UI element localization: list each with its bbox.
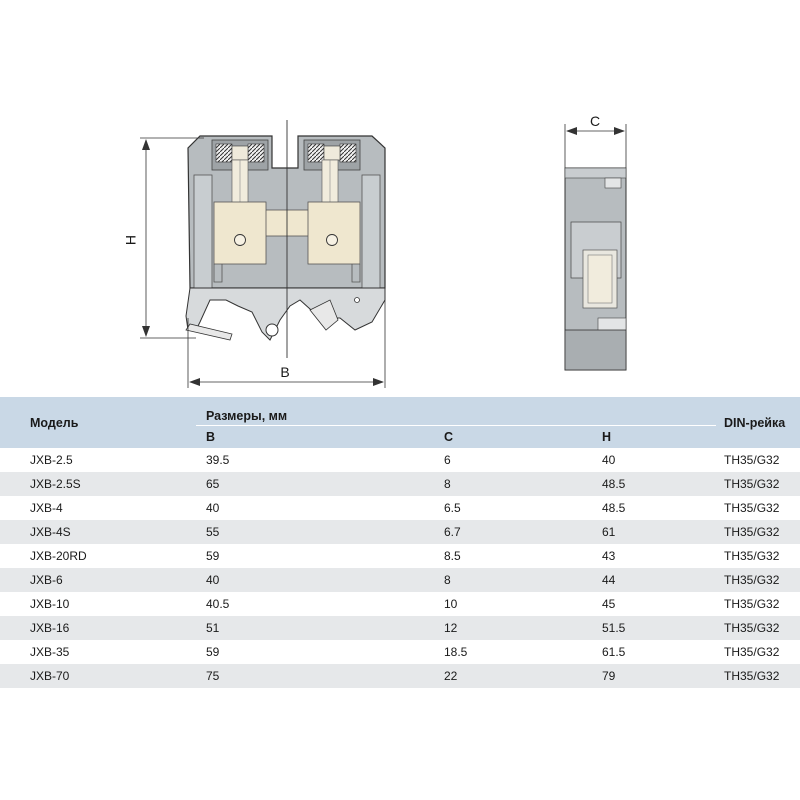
din-cell: TH35/G32 — [716, 472, 800, 496]
front-right-wall — [361, 174, 381, 289]
din-cell: TH35/G32 — [716, 568, 800, 592]
b-cell: 59 — [196, 544, 434, 568]
b-cell: 40 — [196, 568, 434, 592]
c-cell: 12 — [434, 616, 592, 640]
b-cell: 59 — [196, 640, 434, 664]
front-clamp-left-screw — [234, 234, 246, 246]
front-hatch-right-a — [307, 143, 325, 163]
model-cell: JXB-10 — [0, 592, 196, 616]
b-cell: 40.5 — [196, 592, 434, 616]
h-cell: 79 — [592, 664, 717, 688]
din-cell: TH35/G32 — [716, 592, 800, 616]
model-cell: JXB-16 — [0, 616, 196, 640]
front-view — [185, 120, 386, 358]
front-screw-right — [323, 145, 341, 161]
c-cell: 10 — [434, 592, 592, 616]
model-cell: JXB-20RD — [0, 544, 196, 568]
b-cell: 39.5 — [196, 448, 434, 472]
c-cell: 6 — [434, 448, 592, 472]
header-h: H — [602, 430, 612, 444]
b-cell: 75 — [196, 664, 434, 688]
c-cell: 8 — [434, 568, 592, 592]
header-din-rail: DIN-рейка — [724, 415, 786, 430]
b-cell: 51 — [196, 616, 434, 640]
h-label: H — [123, 235, 139, 245]
front-screw-left — [231, 145, 249, 161]
c-cell: 18.5 — [434, 640, 592, 664]
side-view — [564, 167, 627, 371]
b-dimension: B — [187, 300, 386, 388]
din-cell: TH35/G32 — [716, 664, 800, 688]
b-cell: 40 — [196, 496, 434, 520]
c-cell: 8 — [434, 472, 592, 496]
din-cell: TH35/G32 — [716, 544, 800, 568]
h-cell: 44 — [592, 568, 717, 592]
terminal-block-drawing: H B C — [123, 113, 627, 388]
c-cell: 8.5 — [434, 544, 592, 568]
h-cell: 43 — [592, 544, 717, 568]
h-cell: 48.5 — [592, 496, 717, 520]
b-cell: 65 — [196, 472, 434, 496]
h-cell: 51.5 — [592, 616, 717, 640]
model-cell: JXB-2.5S — [0, 472, 196, 496]
dimensions-table: Модель Размеры, мм DIN-рейка B C H JXB-2… — [0, 397, 800, 688]
c-cell: 6.5 — [434, 496, 592, 520]
din-cell: TH35/G32 — [716, 496, 800, 520]
din-cell: TH35/G32 — [716, 448, 800, 472]
front-hatch-left-a — [215, 143, 233, 163]
model-cell: JXB-4S — [0, 520, 196, 544]
header-c: C — [444, 430, 454, 444]
model-cell: JXB-6 — [0, 568, 196, 592]
din-cell: TH35/G32 — [716, 616, 800, 640]
h-dimension: H — [123, 137, 204, 339]
h-cell: 40 — [592, 448, 717, 472]
front-clamp-right-screw — [326, 234, 338, 246]
header-model: Модель — [30, 415, 79, 430]
din-cell: TH35/G32 — [716, 520, 800, 544]
h-cell: 61 — [592, 520, 717, 544]
model-cell: JXB-70 — [0, 664, 196, 688]
c-label: C — [590, 113, 600, 129]
model-cell: JXB-2.5 — [0, 448, 196, 472]
front-clamp-left — [213, 201, 267, 265]
c-cell: 6.7 — [434, 520, 592, 544]
header-b: B — [206, 430, 216, 444]
front-hatch-left-b — [247, 143, 265, 163]
h-cell: 48.5 — [592, 472, 717, 496]
din-cell: TH35/G32 — [716, 640, 800, 664]
front-clamp-right — [307, 201, 361, 265]
h-cell: 61.5 — [592, 640, 717, 664]
b-cell: 55 — [196, 520, 434, 544]
model-cell: JXB-35 — [0, 640, 196, 664]
h-cell: 45 — [592, 592, 717, 616]
b-label: B — [280, 364, 289, 380]
front-hatch-right-b — [339, 143, 357, 163]
c-dimension: C — [564, 113, 627, 168]
front-left-wall — [193, 174, 213, 289]
model-cell: JXB-4 — [0, 496, 196, 520]
header-dimensions: Размеры, мм — [196, 397, 717, 426]
c-cell: 22 — [434, 664, 592, 688]
front-clip-hole — [265, 323, 279, 337]
